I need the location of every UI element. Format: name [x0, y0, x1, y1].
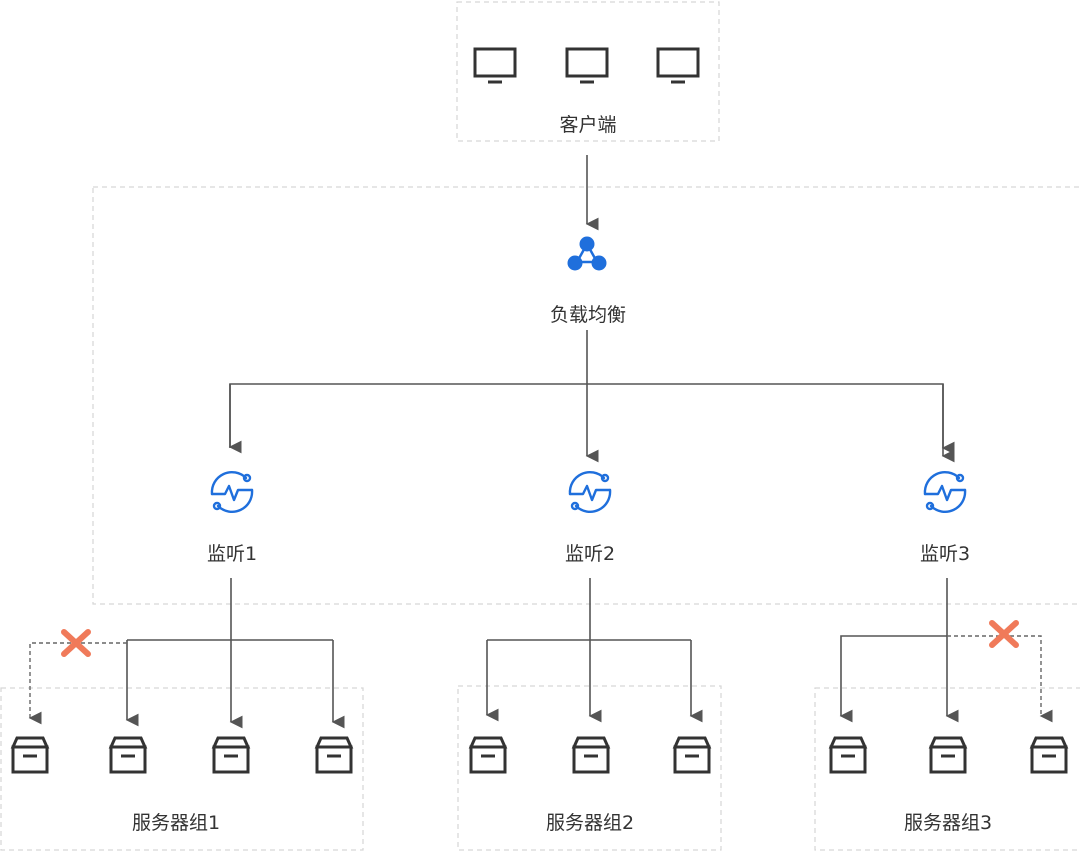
monitor-icon [473, 47, 517, 84]
group-2-connectors [485, 578, 703, 723]
client-label: 客户端 [559, 114, 616, 136]
server-icon [468, 736, 508, 774]
monitor-icon [656, 47, 700, 84]
listener-label: 监听3 [920, 543, 970, 565]
load-balancer-icon [567, 236, 607, 271]
listener-icon [923, 471, 967, 513]
server-group-1-box [0, 687, 364, 851]
failure-x-icon [989, 620, 1019, 648]
server-group-3-box [814, 687, 1080, 851]
client-box [456, 1, 720, 142]
server-icon [1029, 736, 1069, 774]
server-group-label: 服务器组1 [132, 812, 220, 834]
client-monitors [473, 47, 700, 84]
listener-icon [210, 471, 254, 513]
server-group-label: 服务器组2 [546, 812, 634, 834]
server-icon [571, 736, 611, 774]
server-icon [10, 736, 50, 774]
monitor-icon [565, 47, 609, 84]
listener-label: 监听2 [565, 543, 615, 565]
server-icon [928, 736, 968, 774]
load-balancer-label: 负载均衡 [550, 304, 626, 326]
server-icon [828, 736, 868, 774]
server-icon [314, 736, 354, 774]
listener-region-box [92, 186, 1080, 605]
listener-icon [568, 471, 612, 513]
server-icon [672, 736, 712, 774]
server-icon [211, 736, 251, 774]
server-group-label: 服务器组3 [904, 812, 992, 834]
group-1-connectors [28, 578, 345, 729]
group-3-connectors [839, 578, 1053, 723]
server-group-2-box [457, 685, 722, 851]
failure-x-icon [61, 629, 91, 657]
server-icon [108, 736, 148, 774]
listener-label: 监听1 [207, 543, 257, 565]
